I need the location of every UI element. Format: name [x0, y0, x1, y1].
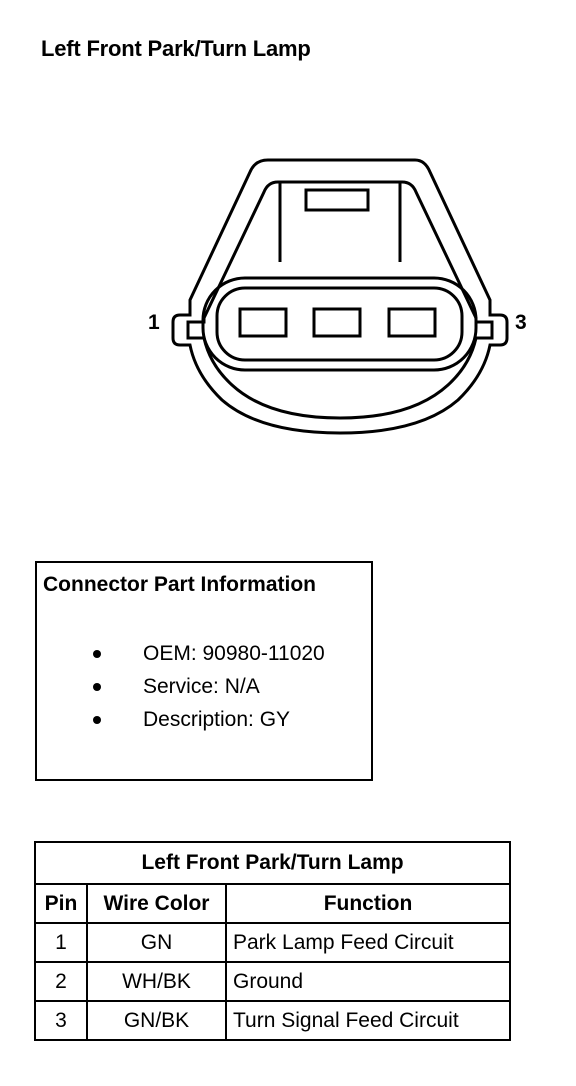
header-function: Function	[224, 883, 512, 924]
pin-table-title: Left Front Park/Turn Lamp	[33, 841, 512, 885]
cell-wire-color: WH/BK	[86, 961, 227, 1002]
table-row: 1 GN Park Lamp Feed Circuit	[34, 922, 512, 963]
connector-outer-housing	[171, 158, 509, 435]
cell-function: Park Lamp Feed Circuit	[224, 922, 512, 963]
cell-wire-color: GN	[86, 922, 227, 963]
info-item-text: Service: N/A	[143, 675, 260, 698]
pin-table-title-row: Left Front Park/Turn Lamp	[33, 841, 512, 885]
header-pin: Pin	[34, 883, 88, 924]
header-wire-color: Wire Color	[86, 883, 227, 924]
pin-table: Left Front Park/Turn Lamp Pin Wire Color…	[33, 841, 512, 1041]
connector-part-info-box: Connector Part Information OEM: 90980-11…	[35, 561, 373, 781]
cell-pin: 2	[34, 961, 88, 1002]
bullet-icon	[93, 650, 101, 658]
pin-label-right: 3	[515, 311, 527, 334]
connector-inner-housing	[186, 180, 494, 420]
cell-function: Ground	[224, 961, 512, 1002]
cell-wire-color: GN/BK	[86, 1000, 227, 1041]
pin-cavity-outer	[201, 276, 478, 372]
cell-pin: 1	[34, 922, 88, 963]
info-item-text: Description: GY	[143, 708, 291, 731]
cell-function: Turn Signal Feed Circuit	[224, 1000, 512, 1041]
table-row: 3 GN/BK Turn Signal Feed Circuit	[34, 1000, 512, 1041]
locking-tab-latch	[304, 188, 370, 212]
table-row: 2 WH/BK Ground	[34, 961, 512, 1002]
cell-pin: 3	[34, 1000, 88, 1041]
terminal-pin-2	[312, 307, 362, 338]
page-title: Left Front Park/Turn Lamp	[41, 36, 311, 61]
info-item-text: OEM: 90980-11020	[143, 642, 325, 665]
connector-face-diagram	[171, 158, 509, 435]
pin-table-header-row: Pin Wire Color Function	[34, 883, 512, 924]
info-box-title: Connector Part Information	[43, 573, 317, 596]
bullet-icon	[93, 683, 101, 691]
locking-tab	[278, 182, 402, 262]
pin-label-left: 1	[148, 311, 160, 334]
terminal-pin-3	[387, 307, 437, 338]
terminal-pin-1	[238, 307, 288, 338]
pin-cavity-inner	[215, 286, 464, 362]
bullet-icon	[93, 716, 101, 724]
